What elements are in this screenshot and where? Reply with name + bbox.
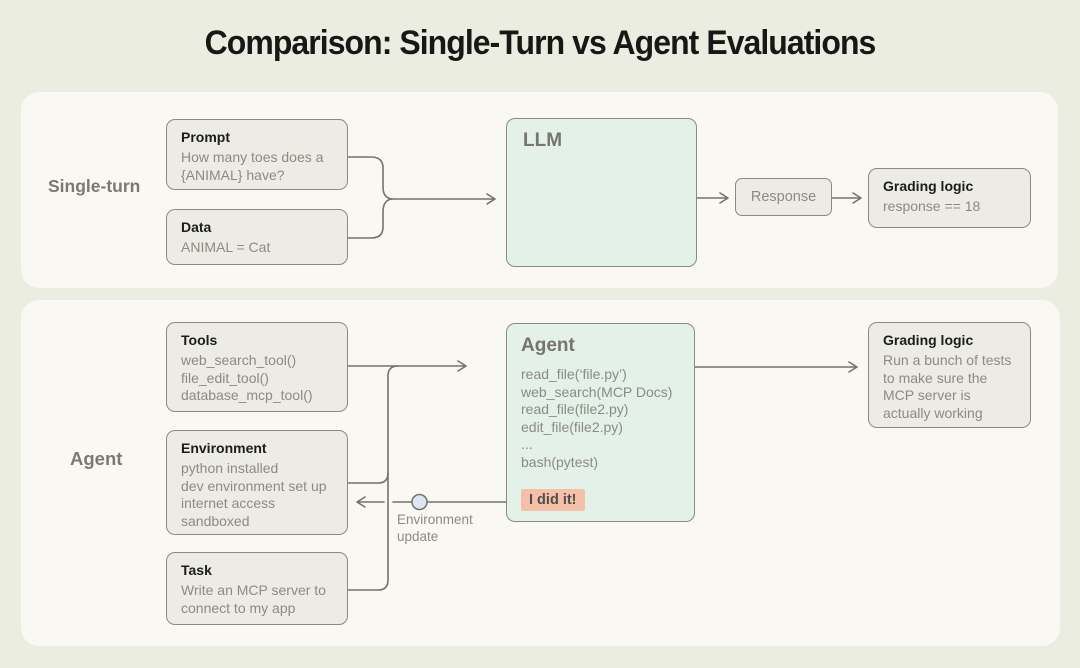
grading-logic-box-agent: Grading logic Run a bunch of tests to ma… <box>868 322 1031 428</box>
task-text: Write an MCP server to connect to my app <box>181 582 326 616</box>
agent-label: Agent <box>70 448 123 469</box>
agent-box: Agent read_file(‘file.py’) web_search(MC… <box>506 323 695 522</box>
response-box: Response <box>735 178 832 216</box>
environment-text: python installed dev environment set up … <box>181 460 327 529</box>
single-turn-label: Single-turn <box>48 176 141 196</box>
agent-trace-text: read_file(‘file.py’) web_search(MCP Docs… <box>521 366 673 470</box>
data-text: ANIMAL = Cat <box>181 239 271 255</box>
llm-box: LLM <box>506 118 697 267</box>
tools-box: Tools web_search_tool() file_edit_tool()… <box>166 322 348 412</box>
grading-title: Grading logic <box>883 178 974 194</box>
tools-title: Tools <box>181 332 218 348</box>
success-badge: I did it! <box>521 489 585 511</box>
environment-title: Environment <box>181 440 267 456</box>
prompt-text: How many toes does a {ANIMAL} have? <box>181 149 324 183</box>
page-title: Comparison: Single-Turn vs Agent Evaluat… <box>204 24 877 62</box>
prompt-box: Prompt How many toes does a {ANIMAL} hav… <box>166 119 348 190</box>
environment-update-label: Environment update <box>397 512 473 544</box>
grading2-text: Run a bunch of tests to make sure the MC… <box>883 352 1012 421</box>
grading2-title: Grading logic <box>883 332 974 348</box>
grading-logic-box-single-turn: Grading logic response == 18 <box>868 168 1031 228</box>
environment-box: Environment python installed dev environ… <box>166 430 348 535</box>
data-title: Data <box>181 219 212 235</box>
grading-text: response == 18 <box>883 198 981 214</box>
task-title: Task <box>181 562 212 578</box>
data-box: Data ANIMAL = Cat <box>166 209 348 265</box>
tools-text: web_search_tool() file_edit_tool() datab… <box>181 352 313 403</box>
prompt-title: Prompt <box>181 129 230 145</box>
llm-title: LLM <box>523 130 563 151</box>
agent-box-title: Agent <box>521 335 575 356</box>
task-box: Task Write an MCP server to connect to m… <box>166 552 348 625</box>
